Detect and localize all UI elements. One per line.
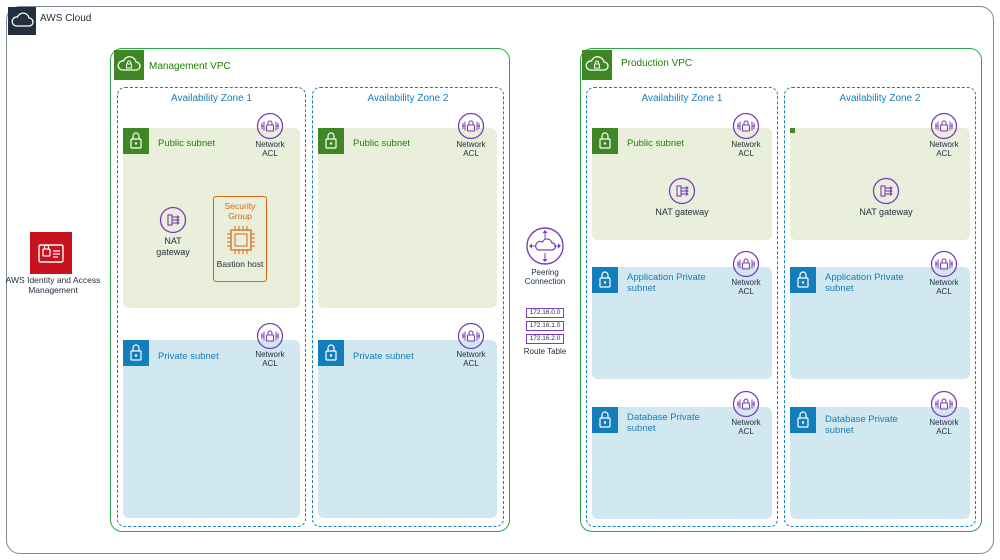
route-table-label: Route Table: [523, 347, 567, 356]
subnet-label: Database Private subnet: [627, 412, 700, 434]
iam-icon: [30, 232, 72, 274]
management-az2: Availability Zone 2: [312, 87, 504, 527]
management-az2-private-subnet: Private subnet: [318, 340, 497, 518]
public-subnet-icon: [592, 128, 618, 154]
az-title: Availability Zone 1: [171, 93, 252, 104]
subnet-corner-marker: [790, 128, 795, 133]
production-az2-application-subnet: Application Private subnet: [790, 267, 970, 379]
vpc-icon: [582, 50, 612, 80]
network-acl-label: Network ACL: [731, 140, 761, 158]
network-acl: Network ACL: [716, 250, 776, 296]
production-az1-nat-gateway: NAT gateway: [642, 177, 722, 218]
nat-gateway-icon: [668, 177, 696, 205]
subnet-label: Private subnet: [158, 351, 219, 362]
subnet-label: Application Private subnet: [627, 272, 706, 294]
network-acl: Network ACL: [716, 390, 776, 436]
network-acl-label: Network ACL: [456, 350, 486, 368]
peering-connection-label: Peering Connection: [524, 268, 566, 286]
production-az2-nat-gateway: NAT gateway: [846, 177, 926, 218]
network-acl-icon: [732, 390, 760, 418]
network-acl: Network ACL: [240, 322, 300, 368]
production-az2: Availability Zone 2: [784, 87, 976, 527]
management-nat-gateway: NAT gateway: [133, 206, 213, 258]
private-subnet-icon: [592, 407, 618, 433]
production-az2-public-subnet: [790, 128, 970, 240]
network-acl-icon: [457, 322, 485, 350]
security-group: Security Group Bastion host: [213, 196, 267, 282]
network-acl: Network ACL: [914, 112, 974, 158]
management-az1-private-subnet: Private subnet: [123, 340, 300, 518]
route-table-entry: 172.16.2.0: [526, 334, 564, 344]
network-acl: Network ACL: [716, 112, 776, 158]
network-acl: Network ACL: [441, 112, 501, 158]
iam-label: AWS Identity and Access Management: [5, 275, 101, 295]
production-az1-database-subnet: Database Private subnet: [592, 407, 772, 519]
aws-cloud-title: AWS Cloud: [40, 13, 92, 24]
private-subnet-icon: [318, 340, 344, 366]
network-acl-icon: [930, 390, 958, 418]
bastion-host-label: Bastion host: [216, 259, 264, 269]
ec2-instance-icon: [227, 226, 255, 254]
subnet-label: Database Private subnet: [825, 414, 898, 436]
network-acl-icon: [930, 250, 958, 278]
subnet-label: Private subnet: [353, 351, 414, 362]
production-az1: Availability Zone 1: [586, 87, 778, 527]
production-vpc-title: Production VPC: [621, 58, 693, 69]
network-acl-icon: [256, 112, 284, 140]
network-acl-label: Network ACL: [929, 418, 959, 436]
network-acl: Network ACL: [914, 390, 974, 436]
management-vpc-title: Management VPC: [149, 61, 231, 72]
network-acl-icon: [732, 250, 760, 278]
management-az2-public-subnet: Public subnet: [318, 128, 497, 308]
production-az2-database-subnet: Database Private subnet: [790, 407, 970, 519]
network-acl-label: Network ACL: [255, 350, 285, 368]
network-acl-label: Network ACL: [456, 140, 486, 158]
route-table-entry: 172.16.1.0: [526, 321, 564, 331]
route-table-entry: 172.16.0.0: [526, 308, 564, 318]
vpc-icon: [114, 50, 144, 80]
management-az1-public-subnet: Public subnet: [123, 128, 300, 308]
private-subnet-icon: [123, 340, 149, 366]
security-group-label: Security Group: [224, 201, 256, 221]
network-acl-label: Network ACL: [929, 278, 959, 296]
private-subnet-icon: [592, 267, 618, 293]
network-acl-icon: [256, 322, 284, 350]
az-title: Availability Zone 2: [839, 93, 921, 104]
public-subnet-icon: [123, 128, 149, 154]
peering-connection-icon: [526, 227, 564, 265]
subnet-label: Public subnet: [353, 138, 411, 149]
subnet-label: Public subnet: [158, 138, 216, 149]
nat-gateway-label: NAT gateway: [655, 207, 709, 217]
az-title: Availability Zone 1: [641, 93, 723, 104]
network-acl-icon: [930, 112, 958, 140]
network-acl-label: Network ACL: [929, 140, 959, 158]
subnet-label: Public subnet: [627, 138, 685, 149]
nat-gateway-icon: [159, 206, 187, 234]
management-az1: Availability Zone 1: [117, 87, 306, 527]
network-acl: Network ACL: [441, 322, 501, 368]
nat-gateway-icon: [872, 177, 900, 205]
network-acl: Network ACL: [914, 250, 974, 296]
nat-gateway-label: NAT gateway: [859, 207, 913, 217]
network-acl-label: Network ACL: [255, 140, 285, 158]
subnet-label: Application Private subnet: [825, 272, 904, 294]
aws-cloud-icon: [8, 7, 36, 35]
network-acl: Network ACL: [240, 112, 300, 158]
network-acl-icon: [457, 112, 485, 140]
production-az1-public-subnet: Public subnet: [592, 128, 772, 240]
nat-gateway-label: NAT gateway: [156, 236, 190, 257]
private-subnet-icon: [790, 407, 816, 433]
public-subnet-icon: [318, 128, 344, 154]
az-title: Availability Zone 2: [367, 93, 449, 104]
production-az1-application-subnet: Application Private subnet: [592, 267, 772, 379]
network-acl-label: Network ACL: [731, 418, 761, 436]
network-acl-icon: [732, 112, 760, 140]
network-acl-label: Network ACL: [731, 278, 761, 296]
private-subnet-icon: [790, 267, 816, 293]
